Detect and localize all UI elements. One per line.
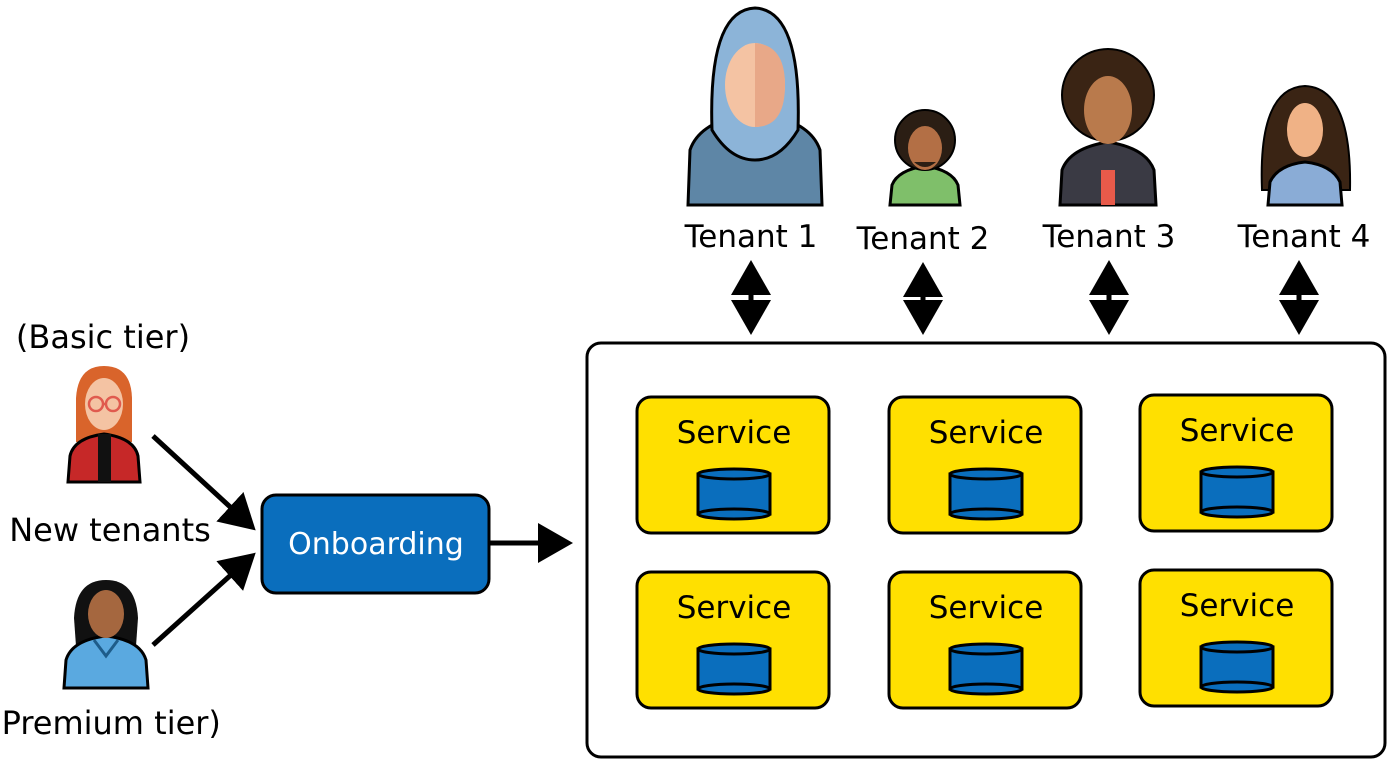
new-tenants-label: New tenants [9, 511, 211, 549]
tenant-2-label: Tenant 2 [856, 221, 990, 257]
service-2: Service [887, 395, 1083, 535]
database-icon [948, 642, 1024, 696]
service-label: Service [1180, 588, 1295, 624]
basic-tier-avatar-icon [66, 366, 142, 484]
tenant-woman-long-hair-avatar-icon [1260, 84, 1352, 207]
basic-to-onboarding-arrow [151, 434, 256, 531]
tenant-3: Tenant 3 [1042, 48, 1176, 335]
premium-tier-avatar-icon [62, 580, 150, 690]
tenant-4-label: Tenant 4 [1237, 219, 1371, 255]
service-box [635, 395, 831, 535]
service-6: Service [1138, 568, 1334, 708]
premium-to-onboarding-arrow [151, 552, 256, 647]
onboarding-label: Onboarding [288, 527, 464, 562]
database-icon [696, 467, 772, 521]
service-1: Service [635, 395, 831, 535]
tenant-3-label: Tenant 3 [1042, 219, 1176, 255]
service-box [887, 570, 1083, 710]
service-label: Service [929, 415, 1044, 451]
service-label: Service [677, 415, 792, 451]
tenant-1-label: Tenant 1 [684, 219, 818, 255]
database-icon [1199, 640, 1275, 694]
tenant-hijab-avatar-icon [686, 6, 824, 207]
database-icon [948, 467, 1024, 521]
premium-tier-label: (Premium tier) [0, 704, 221, 742]
service-box [887, 395, 1083, 535]
service-4: Service [635, 570, 831, 710]
tenant-4: Tenant 4 [1237, 84, 1371, 335]
service-box [1138, 568, 1334, 708]
service-label: Service [1180, 413, 1295, 449]
basic-tier-label: (Basic tier) [16, 318, 190, 356]
service-box [635, 570, 831, 710]
tenant-curly-hair-avatar-icon [888, 109, 962, 207]
tenant-2: Tenant 2 [856, 109, 990, 335]
service-5: Service [887, 570, 1083, 710]
tenant-1: Tenant 1 [684, 6, 824, 335]
service-label: Service [677, 590, 792, 626]
database-icon [1199, 465, 1275, 519]
service-3: Service [1138, 393, 1334, 533]
service-box [1138, 393, 1334, 533]
service-label: Service [929, 590, 1044, 626]
tenant-woman-curly-hair-avatar-icon [1058, 48, 1158, 207]
database-icon [696, 642, 772, 696]
onboarding-box [260, 493, 491, 595]
